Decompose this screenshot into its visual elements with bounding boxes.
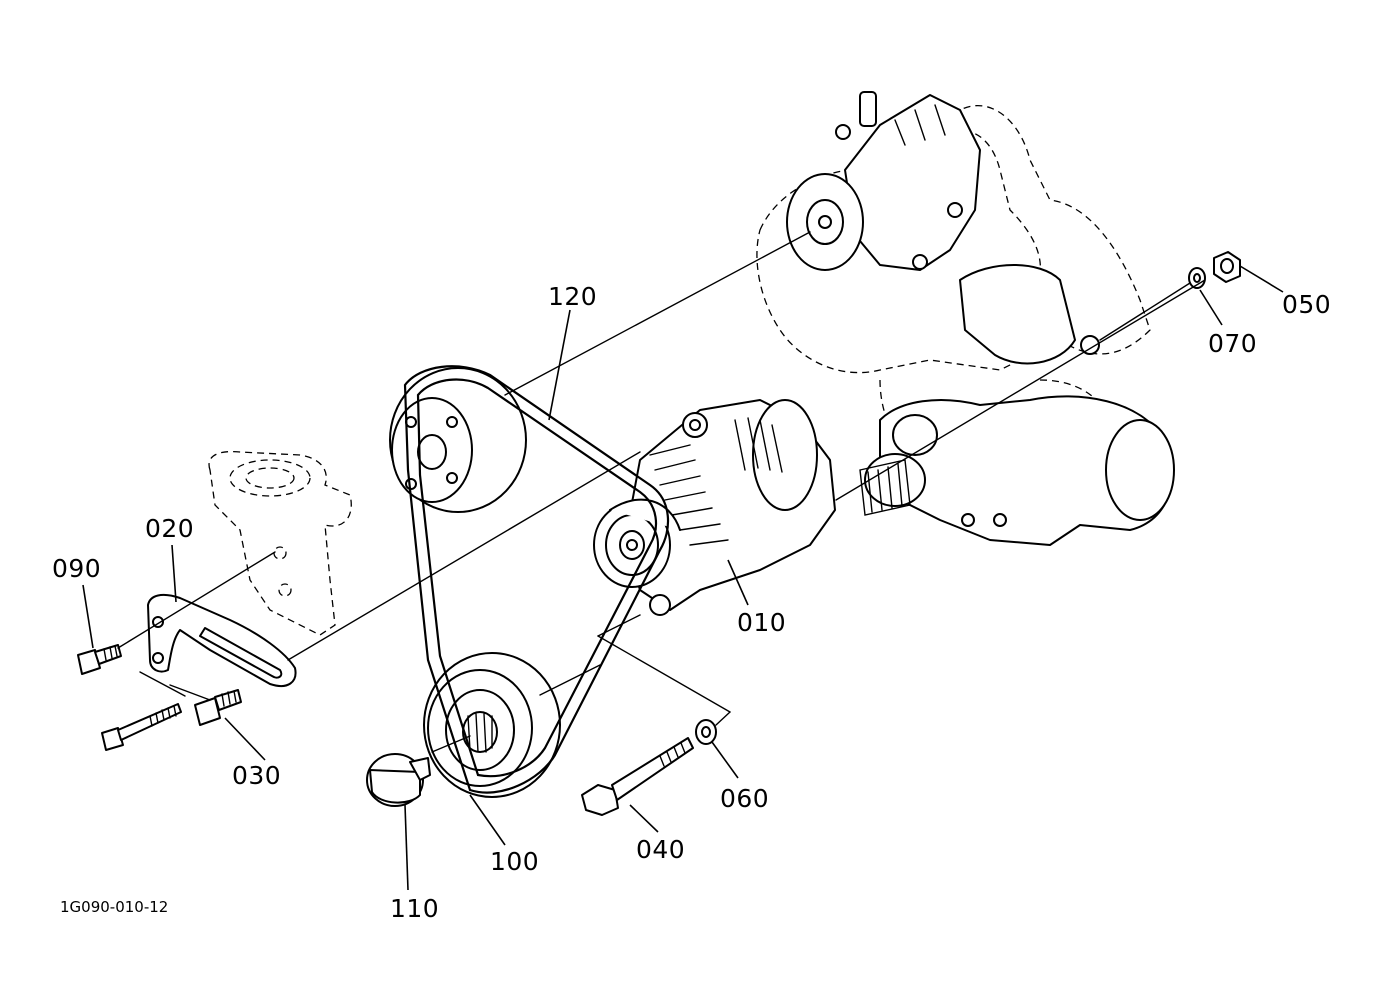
crank-pulley [423, 652, 561, 798]
bolt-110 [366, 753, 431, 807]
callout-010: 010 [737, 608, 786, 637]
leader-lines [82, 265, 1284, 891]
callout-090: 090 [52, 554, 101, 583]
callout-labels: 120 020 090 030 010 110 100 040 060 070 … [52, 282, 1331, 923]
gear-case [859, 395, 1175, 546]
alternator [593, 399, 836, 616]
housing-bracket [959, 264, 1100, 365]
callout-070: 070 [1208, 329, 1257, 358]
callout-120: 120 [548, 282, 597, 311]
callout-060: 060 [720, 784, 769, 813]
adjusting-bracket [147, 593, 297, 687]
callout-110: 110 [390, 894, 439, 923]
callout-050: 050 [1282, 290, 1331, 319]
water-pump [786, 91, 981, 271]
washer-060 [695, 719, 717, 745]
axis-lines [117, 231, 1206, 753]
callout-040: 040 [636, 835, 685, 864]
diagram-code: 1G090-010-12 [60, 898, 168, 916]
nut-050 [1213, 251, 1241, 283]
callout-100: 100 [490, 847, 539, 876]
bolt-040 [581, 737, 694, 816]
callout-020: 020 [145, 514, 194, 543]
bolt-090 [77, 644, 122, 675]
v-belt [403, 365, 670, 794]
fan-pulley [389, 367, 527, 513]
long-bolt [101, 703, 182, 751]
callout-030: 030 [232, 761, 281, 790]
bolt-030 [194, 689, 242, 726]
thermostat-housing [208, 450, 352, 636]
